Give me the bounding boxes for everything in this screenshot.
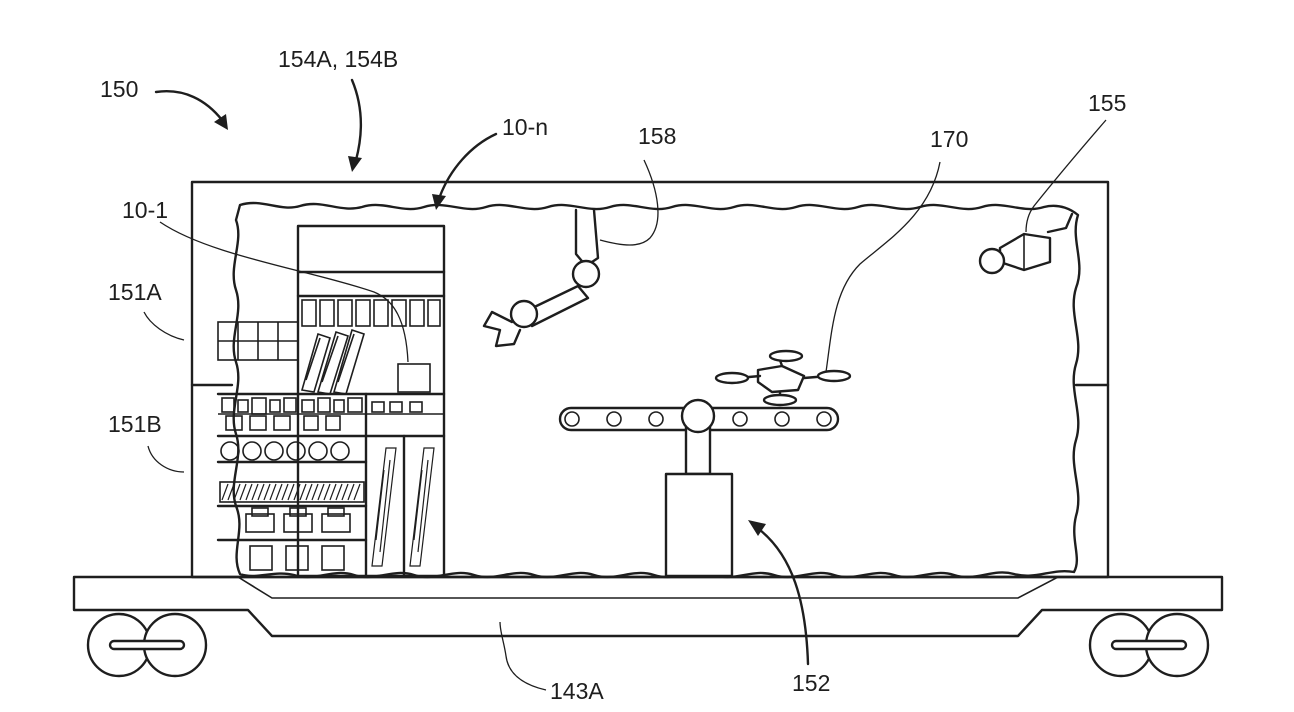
label-wall-lower: 151B [108,411,162,437]
leader-lines [143,78,1107,691]
label-drone: 170 [930,126,968,152]
label-chassis: 143A [550,678,604,704]
left-wheel-bogie [86,612,208,678]
container-body [190,180,1110,579]
conveyor-platform [558,398,840,578]
cutaway-outline [232,201,1081,579]
label-car: 150 [100,76,138,102]
robotic-arm [482,208,601,348]
camera [978,212,1074,275]
label-wall-upper: 151A [108,279,162,305]
label-arm: 158 [638,123,676,149]
inventory-shelving [216,224,446,578]
label-item-1: 10-1 [122,197,168,223]
label-camera: 155 [1088,90,1126,116]
label-platform: 152 [792,670,830,696]
drone [714,349,852,407]
rail-car-chassis [72,575,1224,638]
right-wheel-bogie [1088,612,1210,678]
reference-labels: 150 154A, 154B 10-n 10-1 158 170 155 151… [100,46,1126,704]
label-panels: 154A, 154B [278,46,398,72]
label-item-n: 10-n [502,114,548,140]
